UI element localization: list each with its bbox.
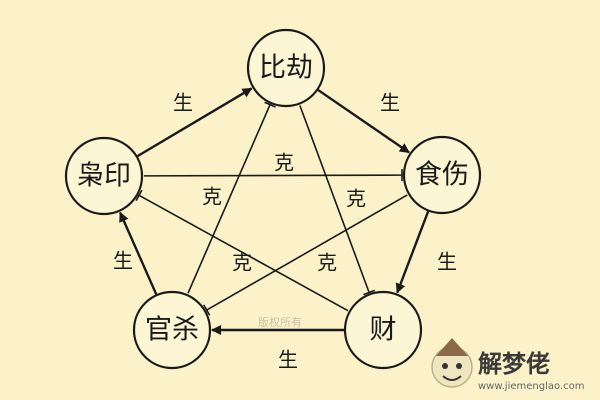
control-label-bijie-cai: 克	[346, 187, 366, 211]
control-edge-guansha-bijie	[187, 101, 276, 294]
generate-label-guansha-xiaoyin: 生	[113, 249, 133, 273]
node-label-cai: 财	[370, 315, 397, 346]
control-label-xiaoyin-shishang: 克	[274, 151, 294, 175]
node-bijie: 比劫	[246, 28, 326, 108]
generate-label-cai-guansha: 生	[278, 348, 298, 372]
watermark-title: 解梦佬	[478, 350, 550, 378]
generate-label-xiaoyin-bijie: 生	[173, 91, 193, 115]
control-edge-cai-xiaoyin	[135, 189, 349, 312]
watermark-faint-text: 版权所有	[258, 315, 302, 329]
control-label-shishang-guansha: 克	[317, 251, 337, 275]
generate-edge-bijie-shishang	[317, 89, 410, 154]
watermark-url: www.jiemenglao.com	[478, 381, 584, 392]
generate-label-bijie-shishang: 生	[380, 91, 400, 115]
control-label-guansha-bijie: 克	[232, 251, 252, 275]
control-edge-shishang-guansha	[203, 194, 408, 316]
watermark: 版权所有 解梦佬 www.jiemenglao.com	[258, 315, 584, 392]
generate-label-shishang-cai: 生	[437, 250, 457, 274]
node-cai: 财	[343, 290, 423, 370]
node-guansha: 官杀	[132, 290, 212, 370]
watermark-logo-icon	[431, 338, 473, 388]
node-xiaoyin: 枭印	[64, 136, 144, 216]
node-label-guansha: 官杀	[145, 315, 199, 346]
generate-edge-xiaoyin-bijie	[136, 87, 253, 158]
generate-edge-guansha-xiaoyin	[119, 211, 158, 295]
control-label-cai-xiaoyin: 克	[202, 185, 222, 209]
node-label-shishang: 食伤	[415, 160, 469, 191]
node-label-bijie: 比劫	[259, 53, 313, 84]
control-edge-bijie-cai	[299, 105, 376, 296]
generate-edge-shishang-cai	[395, 211, 430, 294]
node-shishang: 食伤	[402, 135, 482, 215]
node-label-xiaoyin: 枭印	[77, 161, 131, 192]
control-edge-xiaoyin-shishang	[143, 169, 403, 182]
